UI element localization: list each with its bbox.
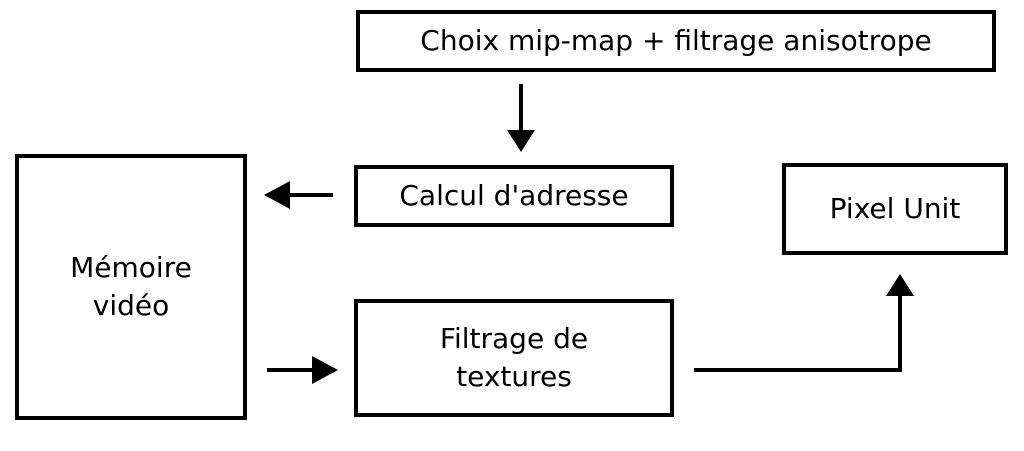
box-filtrage-label-line1: Filtrage de xyxy=(439,322,589,355)
arrowhead-up xyxy=(886,274,914,296)
box-calcul-adresse: Calcul d'adresse xyxy=(354,165,674,227)
box-pixel-unit: Pixel Unit xyxy=(782,163,1008,255)
box-choix-label: Choix mip-map + filtrage anisotrope xyxy=(420,24,932,57)
box-choix-mipmap: Choix mip-map + filtrage anisotrope xyxy=(356,10,996,72)
box-pixel-label: Pixel Unit xyxy=(829,192,961,225)
box-filtrage-textures: Filtrage de textures xyxy=(354,299,674,417)
box-memoire-video: Mémoire vidéo xyxy=(15,154,247,420)
arrowhead-right xyxy=(312,356,338,384)
box-memoire-label-line1: Mémoire xyxy=(70,251,192,284)
arrow-filtrage-to-pixel-line xyxy=(694,292,902,372)
arrowhead-down xyxy=(507,130,535,152)
arrowhead-left xyxy=(264,181,290,209)
box-calcul-label: Calcul d'adresse xyxy=(399,179,629,212)
box-filtrage-label-line2: textures xyxy=(456,360,572,393)
box-memoire-label-line2: vidéo xyxy=(92,289,170,322)
